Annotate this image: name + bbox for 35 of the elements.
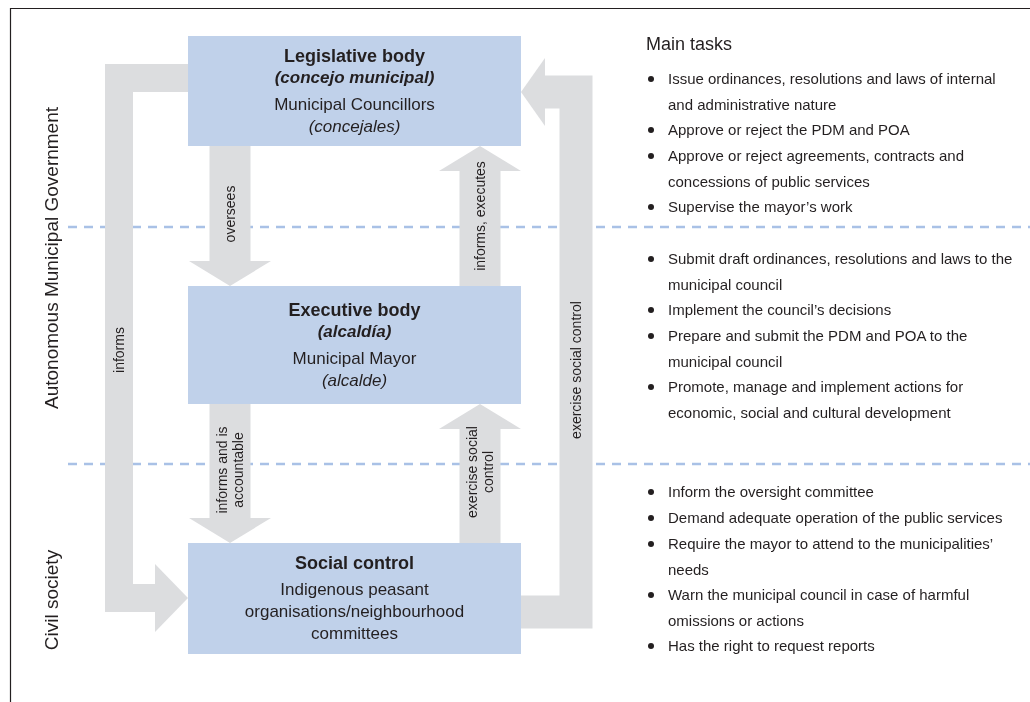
task-item: Issue ordinances, resolutions and laws of internal and administrative nature bbox=[668, 69, 997, 115]
task-item: Supervise the mayor’s work bbox=[668, 197, 854, 217]
box-text: Municipal Mayor bbox=[292, 347, 417, 370]
body-box bbox=[188, 286, 521, 404]
box-heading: Executive body bbox=[288, 298, 421, 321]
task-item: Approve or reject the PDM and POA bbox=[668, 120, 911, 140]
task-item: Require the mayor to attend to the municipalities’ needs bbox=[668, 534, 994, 580]
task-item: Inform the oversight committee bbox=[668, 482, 875, 502]
task-item: Promote, manage and implement actions for economic, social and cultural development bbox=[668, 377, 965, 423]
task-item: Has the right to request reports bbox=[668, 636, 876, 656]
task-item: Demand adequate operation of the public services bbox=[668, 508, 1004, 528]
block-arrow bbox=[189, 404, 271, 543]
box-heading: Legislative body bbox=[283, 44, 425, 67]
block-arrow bbox=[439, 404, 521, 543]
task-item: Warn the municipal council in case of harmful omissions or actions bbox=[668, 585, 971, 631]
box-text: (alcalde) bbox=[321, 369, 388, 392]
section-label: Civil society bbox=[41, 549, 64, 651]
section-label: Autonomous Municipal Government bbox=[41, 107, 63, 409]
task-item: Approve or reject agreements, contracts and concessions of public services bbox=[668, 146, 965, 192]
box-text: Indigenous peasant organisations/neighbourhood committees bbox=[243, 579, 466, 645]
task-item: Prepare and submit the PDM and POA to the municipal council bbox=[668, 326, 969, 372]
box-text: (concejo municipal) bbox=[274, 66, 435, 89]
box-text: Municipal Councillors bbox=[274, 93, 435, 116]
task-item: Submit draft ordinances, resolutions and laws to the municipal council bbox=[668, 249, 1013, 295]
block-arrow bbox=[439, 146, 521, 286]
block-arrow bbox=[521, 58, 593, 629]
task-item: Implement the council’s decisions bbox=[668, 300, 893, 320]
box-heading: Social control bbox=[295, 552, 414, 574]
block-arrow bbox=[189, 146, 271, 286]
body-box bbox=[188, 543, 521, 654]
block-arrow bbox=[105, 64, 188, 632]
box-text: (alcaldía) bbox=[317, 320, 392, 343]
body-box bbox=[188, 36, 521, 146]
box-text: (concejales) bbox=[308, 115, 401, 138]
column-heading: Main tasks bbox=[646, 34, 733, 55]
